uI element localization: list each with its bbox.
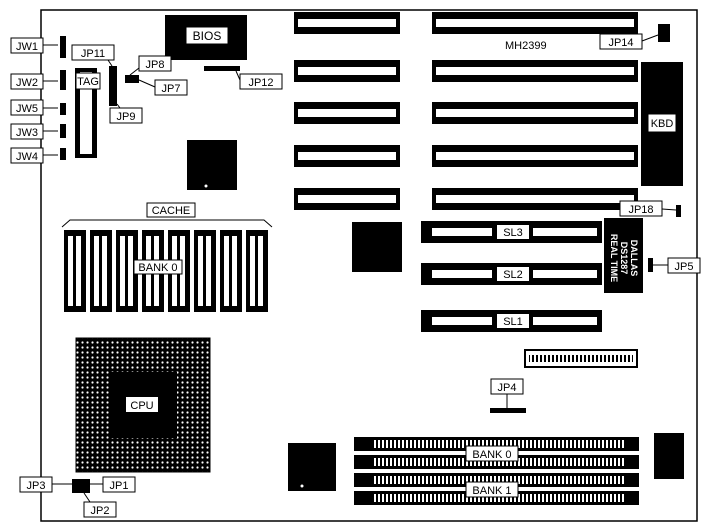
isa-slots-left <box>294 12 400 210</box>
jp12-label: JP12 <box>248 77 273 89</box>
jp8-label: JP8 <box>146 59 165 71</box>
bios-label: BIOS <box>193 29 222 43</box>
jp9-callout <box>109 107 143 124</box>
jp14-label: JP14 <box>608 37 633 49</box>
sl2-label: SL2 <box>503 269 523 281</box>
jp3-label: JP3 <box>27 480 46 492</box>
jw5-label: JW5 <box>16 103 38 115</box>
kbd-connector: KBD <box>641 62 683 186</box>
jw3-label: JW3 <box>16 127 38 139</box>
chipset-chip-2 <box>352 222 402 272</box>
cache-sram-chip <box>220 230 242 312</box>
jp12-callout <box>239 73 283 90</box>
tag-chip: TAG <box>75 68 101 158</box>
rtc-chip: DALLAS DS1287 REAL TIME <box>604 218 643 293</box>
simm-bank1-label: BANK 1 <box>472 485 511 497</box>
jp4-label: JP4 <box>498 382 517 394</box>
cache-sram-chip <box>194 230 216 312</box>
cache-bank-label: BANK 0 <box>138 262 177 274</box>
cpu-socket: CPU <box>75 337 211 473</box>
jp8-callout <box>138 55 172 72</box>
cache-label: CACHE <box>152 205 191 217</box>
jumper-callouts: JW1 JW2 JW5 JW3 JW4 JP11 JP8 JP7 JP9 JP1… <box>10 33 701 518</box>
jp7-callout <box>154 79 188 96</box>
jw2-label: JW2 <box>16 77 38 89</box>
jp2-label: JP2 <box>91 505 110 517</box>
sl1-label: SL1 <box>503 316 523 328</box>
jw1-label: JW1 <box>16 41 38 53</box>
jp14-callout <box>599 33 643 50</box>
jp1-label: JP1 <box>110 480 129 492</box>
simm-bank0-label: BANK 0 <box>472 449 511 461</box>
jp9-label: JP9 <box>117 111 136 123</box>
cache-sram-chip <box>90 230 112 312</box>
kbd-label: KBD <box>651 118 674 130</box>
jp2-callout <box>83 501 117 518</box>
chipset-chip-1 <box>187 140 237 190</box>
rear-connector <box>654 433 684 479</box>
isa-slots-right <box>432 12 638 210</box>
jp5-label: JP5 <box>675 261 694 273</box>
jw4-label: JW4 <box>16 151 38 163</box>
cpu-label: CPU <box>130 400 153 412</box>
cache-sram-chip <box>246 230 268 312</box>
jp18-label: JP18 <box>628 204 653 216</box>
jp18-callout <box>619 200 663 217</box>
rtc-line3: REAL TIME <box>609 234 619 282</box>
simm-sockets: BANK 0 BANK 1 <box>354 437 639 505</box>
bios-chip: BIOS <box>165 15 247 60</box>
cache-bank: CACHE BANK 0 <box>61 202 273 312</box>
jp11-callout <box>71 44 115 61</box>
local-bus-slots: SL3 SL2 SL1 <box>421 221 602 332</box>
cache-sram-chip <box>64 230 86 312</box>
jp11-label: JP11 <box>81 48 105 60</box>
board-model: MH2399 <box>505 40 547 52</box>
tag-label: TAG <box>77 76 99 88</box>
jumper-pins <box>60 24 681 493</box>
chipset-chip-3 <box>288 443 336 491</box>
jp7-label: JP7 <box>162 83 181 95</box>
sl3-label: SL3 <box>503 227 523 239</box>
rtc-line1: DALLAS <box>629 240 639 277</box>
rtc-line2: DS1287 <box>619 242 629 275</box>
